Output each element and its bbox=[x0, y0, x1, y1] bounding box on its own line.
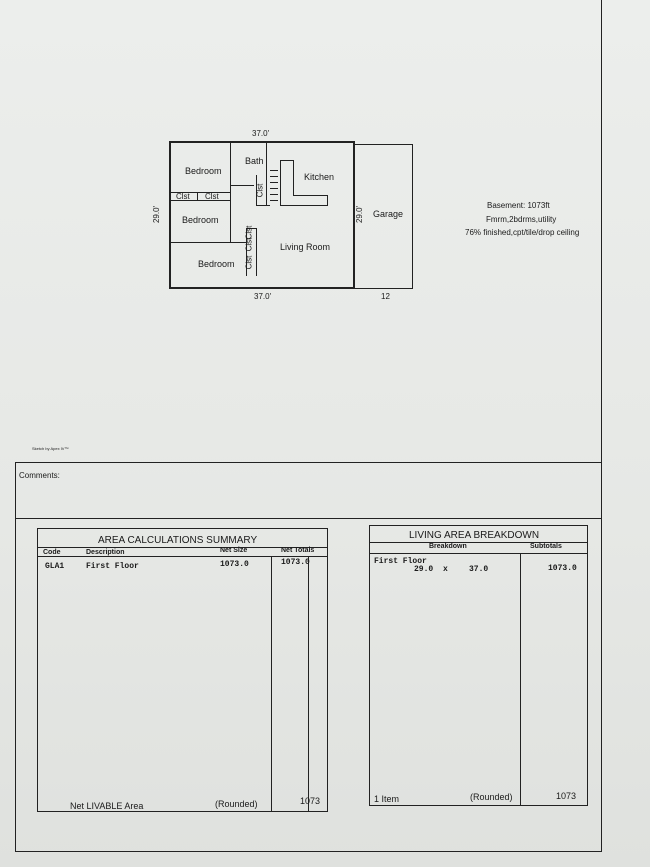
wall bbox=[171, 192, 231, 193]
room-kitchen: Kitchen bbox=[304, 172, 335, 182]
wall bbox=[293, 160, 294, 196]
garage-outline bbox=[354, 144, 413, 289]
wall bbox=[256, 205, 270, 206]
sketch-divider bbox=[15, 462, 602, 463]
stair-line bbox=[270, 200, 278, 201]
page-frame-left bbox=[15, 462, 16, 852]
breakdown-subtotal: 1073.0 bbox=[548, 564, 577, 573]
room-garage: Garage bbox=[373, 209, 404, 219]
area-summary-title: AREA CALCULATIONS SUMMARY bbox=[98, 535, 258, 546]
wall bbox=[246, 228, 247, 276]
comments-divider bbox=[15, 518, 602, 519]
wall bbox=[171, 242, 246, 243]
col-breakdown: Breakdown bbox=[429, 543, 467, 550]
breakdown-dim-b: 37.0 bbox=[469, 565, 489, 574]
wall bbox=[280, 160, 281, 205]
basement-note-2: Fmrm,2bdrms,utility bbox=[486, 215, 557, 224]
wall bbox=[280, 160, 293, 161]
wall bbox=[266, 143, 267, 205]
room-bedroom-3: Bedroom bbox=[198, 259, 235, 269]
row-net-total: 1073.0 bbox=[281, 558, 310, 567]
row-description: First Floor bbox=[86, 562, 139, 571]
breakdown-items: 1 Item bbox=[374, 794, 400, 804]
room-living: Living Room bbox=[280, 242, 331, 252]
footer-rounded: (Rounded) bbox=[215, 799, 258, 809]
dim-right: 29.0' bbox=[355, 205, 365, 224]
divider bbox=[520, 553, 521, 805]
room-bedroom-2: Bedroom bbox=[182, 215, 219, 225]
room-closet-c: Clst bbox=[255, 183, 265, 198]
page-frame-right bbox=[601, 0, 602, 852]
col-code: Code bbox=[43, 549, 61, 556]
wall bbox=[256, 175, 257, 205]
stair-line bbox=[270, 194, 278, 195]
wall bbox=[246, 228, 256, 229]
wall bbox=[230, 185, 254, 186]
divider bbox=[308, 556, 309, 811]
dim-top: 37.0' bbox=[252, 129, 270, 138]
wall bbox=[327, 195, 328, 206]
dim-bottom: 37.0' bbox=[254, 292, 272, 301]
breakdown-title: LIVING AREA BREAKDOWN bbox=[409, 530, 540, 541]
wall bbox=[256, 228, 257, 276]
living-area-breakdown: LIVING AREA BREAKDOWN Breakdown Subtotal… bbox=[369, 525, 588, 806]
divider bbox=[370, 553, 587, 554]
room-closet-b: Clst bbox=[205, 192, 219, 201]
dim-left: 29.0' bbox=[152, 205, 162, 224]
col-net-totals: Net Totals bbox=[281, 547, 315, 554]
breakdown-dim-a: 29.0 bbox=[414, 565, 434, 574]
col-subtotals: Subtotals bbox=[530, 543, 562, 550]
comments-label: Comments: bbox=[19, 471, 60, 480]
col-net-size: Net Size bbox=[220, 547, 248, 554]
wall bbox=[171, 200, 231, 201]
sketch-credit: Sketch by Apex IV™ bbox=[32, 446, 69, 451]
room-closet-e: Clst bbox=[244, 237, 254, 252]
room-bedroom-1: Bedroom bbox=[185, 166, 222, 176]
breakdown-rounded: (Rounded) bbox=[470, 792, 513, 802]
wall bbox=[280, 205, 328, 206]
footer-total: 1073 bbox=[300, 796, 321, 806]
breakdown-row-label: First Floor bbox=[374, 557, 427, 566]
room-bath: Bath bbox=[245, 156, 264, 166]
divider bbox=[38, 547, 327, 548]
divider bbox=[271, 556, 272, 811]
footer-livable-label: Net LIVABLE Area bbox=[70, 801, 144, 811]
stair-line bbox=[270, 182, 278, 183]
row-net-size: 1073.0 bbox=[220, 560, 249, 569]
stair-line bbox=[270, 170, 278, 171]
area-calculations-summary: AREA CALCULATIONS SUMMARY Code Descripti… bbox=[37, 528, 328, 812]
stair-line bbox=[270, 176, 278, 177]
dim-garage: 12 bbox=[381, 292, 390, 301]
wall bbox=[230, 143, 231, 243]
breakdown-total: 1073 bbox=[556, 791, 577, 801]
row-code: GLA1 bbox=[45, 562, 65, 571]
breakdown-x: x bbox=[443, 565, 448, 574]
room-closet-d: Clst bbox=[244, 255, 254, 270]
basement-note-1: Basement: 1073ft bbox=[487, 201, 550, 210]
divider bbox=[38, 556, 327, 557]
wall bbox=[197, 192, 198, 200]
page-frame-bottom bbox=[15, 851, 602, 852]
stair-line bbox=[270, 188, 278, 189]
room-closet-a: Clst bbox=[176, 192, 190, 201]
room-closet-f: Clst bbox=[244, 225, 254, 240]
wall bbox=[293, 195, 328, 196]
divider bbox=[370, 542, 587, 543]
basement-note-3: 76% finished,cpt/tile/drop ceiling bbox=[465, 228, 580, 237]
col-description: Description bbox=[86, 549, 125, 556]
